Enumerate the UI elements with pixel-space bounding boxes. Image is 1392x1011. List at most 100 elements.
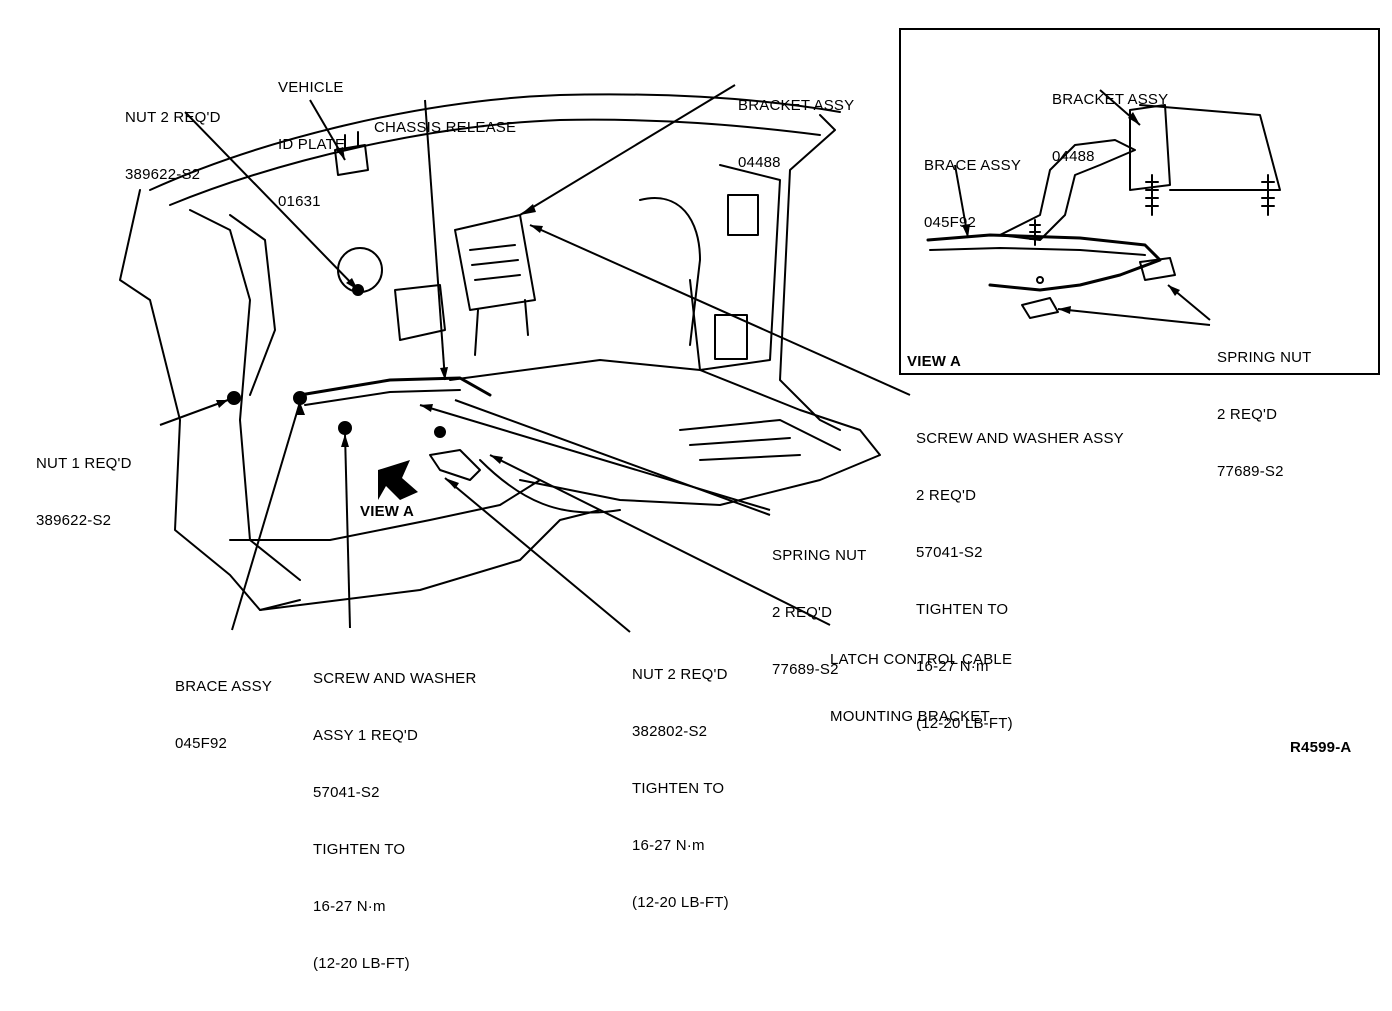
- label-line: TIGHTEN TO: [632, 780, 725, 797]
- right-shock-tower: [639, 197, 701, 346]
- leader-latch-bracket: [489, 454, 831, 626]
- lower-frame: [259, 509, 601, 611]
- label-latch-control-cable-bracket: LATCH CONTROL CABLE MOUNTING BRACKET: [830, 612, 1012, 764]
- inset-illustration: [926, 104, 1281, 319]
- latch-bracket: [429, 449, 481, 481]
- floor-pan: [449, 359, 881, 506]
- label-line: SPRING NUT: [1217, 349, 1312, 366]
- firewall-bracket: [454, 214, 536, 311]
- label-line: 2 REQ'D: [772, 604, 833, 621]
- label-line: 382802-S2: [632, 723, 708, 740]
- inset-bracket: [999, 139, 1136, 241]
- bolt-screw-1: [338, 421, 352, 435]
- center-bracket-slots: [469, 244, 521, 281]
- cowl-inner-edge: [169, 118, 821, 206]
- inset-bolt-center: [1145, 174, 1159, 216]
- figure-id: R4599-A: [1290, 739, 1352, 756]
- label-line: 16-27 N·m: [632, 837, 705, 854]
- inset-bolt-left: [1029, 219, 1041, 246]
- label-line: 01631: [278, 193, 321, 210]
- leader-screw-washer-1: [344, 433, 351, 629]
- label-line: (12-20 LB-FT): [632, 894, 729, 911]
- label-line: NUT 2 REQ'D: [632, 666, 728, 683]
- view-a-arrow: [378, 460, 418, 500]
- label-line: 389622-S2: [125, 166, 201, 183]
- leader-chassis-release: [424, 99, 446, 381]
- label-screw-washer-2: SCREW AND WASHER ASSY 2 REQ'D 57041-S2 T…: [916, 391, 1124, 771]
- booster-bracket: [394, 284, 446, 341]
- label-line: 77689-S2: [1217, 463, 1284, 480]
- leader-brace-main: [231, 401, 301, 631]
- label-line: CHASSIS RELEASE: [374, 119, 517, 136]
- label-line: (12-20 LB-FT): [313, 955, 410, 972]
- label-line: BRACE ASSY: [175, 678, 273, 695]
- leader-bracket-main: [519, 84, 736, 216]
- label-line: BRACE ASSY: [924, 157, 1022, 174]
- label-line: BRACKET ASSY: [1052, 91, 1169, 108]
- leader-nut-2-upper: [184, 111, 359, 291]
- arrow-head-spring-nut-a: [420, 404, 433, 412]
- inset-leader-spring-b: [1057, 308, 1211, 326]
- label-line: 045F92: [175, 735, 228, 752]
- leader-spring-nut-a: [419, 404, 771, 511]
- diagram-canvas: NUT 2 REQ'D 389622-S2 VEHICLE ID PLATE 0…: [36, 28, 1380, 972]
- inset-brace-edge: [929, 247, 1146, 256]
- label-line: NUT 1 REQ'D: [36, 455, 132, 472]
- latch-cable: [479, 459, 621, 514]
- inset-label-brace-assy: BRACE ASSY 045F92: [924, 118, 1021, 270]
- brace-rod: [298, 376, 492, 397]
- label-chassis-release: CHASSIS RELEASE: [374, 80, 516, 175]
- center-post: [474, 299, 529, 356]
- label-line: VEHICLE: [278, 79, 344, 96]
- label-nut-2-lower: NUT 2 REQ'D 382802-S2 TIGHTEN TO 16-27 N…: [632, 627, 729, 950]
- bolt-nut-1: [227, 391, 241, 405]
- brace-rod-lower: [304, 389, 461, 406]
- label-nut-1: NUT 1 REQ'D 389622-S2: [36, 416, 132, 568]
- leader-nut-2-lower: [444, 477, 631, 633]
- view-a-inset-frame: [899, 28, 1380, 375]
- label-line: SCREW AND WASHER ASSY: [916, 430, 1124, 447]
- label-line: BRACKET ASSY: [738, 97, 855, 114]
- left-fender-apron: [119, 189, 301, 611]
- label-line: NUT 2 REQ'D: [125, 109, 221, 126]
- label-bracket-assy-main: BRACKET ASSY 04488: [738, 58, 854, 210]
- arrow-head-nut-1: [216, 400, 228, 408]
- arrow-head-nut-2-upper: [346, 278, 358, 290]
- inset-title: VIEW A: [907, 353, 961, 370]
- label-line: MOUNTING BRACKET: [830, 708, 990, 725]
- label-line: 04488: [1052, 148, 1095, 165]
- id-plate-pins: [344, 131, 359, 151]
- left-strut-tower: [229, 214, 276, 396]
- front-rail: [229, 479, 541, 541]
- label-line: 57041-S2: [313, 784, 380, 801]
- label-line: 77689-S2: [772, 661, 839, 678]
- bolt-nut-2-lower: [434, 426, 446, 438]
- floor-ribs: [679, 419, 841, 461]
- inset-bolt-right: [1261, 174, 1275, 216]
- inset-body-panel: [1139, 104, 1281, 191]
- label-line: TIGHTEN TO: [313, 841, 406, 858]
- label-line: 2 REQ'D: [1217, 406, 1278, 423]
- right-fender-apron: [779, 114, 841, 431]
- inset-arrow-brace: [962, 224, 970, 238]
- label-nut-2-upper: NUT 2 REQ'D 389622-S2: [125, 70, 221, 222]
- arrow-head-brace-main: [297, 402, 305, 415]
- right-tower-plate-upper: [727, 194, 759, 236]
- arrow-head-screw-washer-1: [341, 434, 349, 447]
- label-line: 16-27 N·m: [916, 658, 989, 675]
- right-tower-plate-lower: [714, 314, 748, 360]
- label-brace-assy-main: BRACE ASSY 045F92: [175, 639, 272, 791]
- arrow-head-bracket-main: [520, 204, 536, 215]
- label-line: SCREW AND WASHER: [313, 670, 477, 687]
- label-line: ASSY 1 REQ'D: [313, 727, 419, 744]
- label-line: LATCH CONTROL CABLE: [830, 651, 1013, 668]
- label-line: 04488: [738, 154, 781, 171]
- arrow-head-vehicle-id: [336, 147, 345, 160]
- arrow-head-nut-2-lower: [445, 478, 459, 489]
- label-line: 389622-S2: [36, 512, 112, 529]
- label-line: (12-20 LB-FT): [916, 715, 1013, 732]
- view-a-marker-label: VIEW A: [360, 503, 414, 520]
- label-screw-washer-1: SCREW AND WASHER ASSY 1 REQ'D 57041-S2 T…: [313, 631, 477, 1011]
- label-line: TIGHTEN TO: [916, 601, 1009, 618]
- cowl-top-outline: [149, 93, 841, 191]
